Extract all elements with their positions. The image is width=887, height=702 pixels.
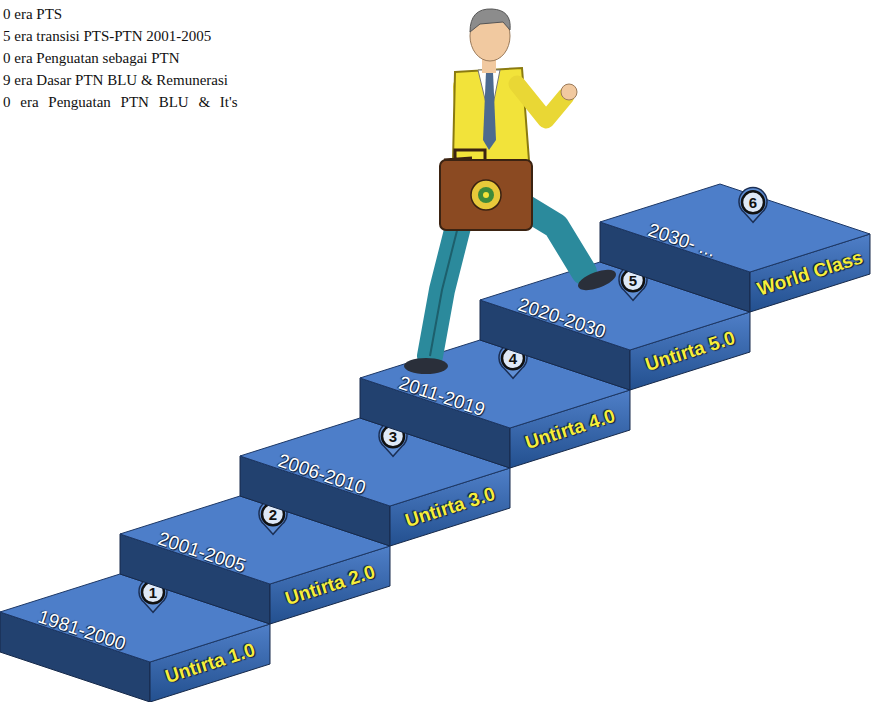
stair-step: 62030- ...World Class <box>600 144 870 312</box>
figure-part <box>452 68 532 205</box>
figure-part <box>482 55 496 73</box>
figure-part <box>478 70 500 120</box>
era-note: 5 era transisi PTS-PTN 2001-2005 <box>3 27 211 45</box>
callout-number: 1 <box>149 585 157 600</box>
figure-part <box>561 84 577 100</box>
callout-number: 6 <box>749 195 757 210</box>
figure-part <box>470 9 510 32</box>
figure-part <box>462 86 466 165</box>
era-note: 0 era PTS <box>3 5 62 23</box>
figure-part <box>440 160 532 230</box>
figure-part <box>575 266 618 295</box>
figure-part <box>430 195 466 356</box>
era-note: 9 era Dasar PTN BLU & Remunerasi <box>3 71 228 89</box>
callout-number: 4 <box>509 351 517 366</box>
figure-part <box>470 11 510 61</box>
figure-part <box>517 84 566 120</box>
figure-part <box>483 192 489 198</box>
man-figure <box>404 9 619 374</box>
figure-part <box>430 195 466 356</box>
era-note: 0 era Penguatan sebagai PTN <box>3 49 180 67</box>
pin-circle <box>742 191 764 213</box>
figure-part <box>483 72 496 150</box>
callout-number: 5 <box>629 273 637 288</box>
callout-number: 3 <box>389 429 397 444</box>
step-block <box>600 144 870 312</box>
figure-part <box>478 187 494 203</box>
callout-number: 2 <box>269 507 277 522</box>
figure-part <box>404 358 448 374</box>
figure-part <box>444 150 485 160</box>
era-note: 0 era Penguatan PTN BLU & It's <box>3 93 238 111</box>
map-pin <box>739 188 767 223</box>
figure-part <box>505 195 584 272</box>
figure-part <box>471 180 501 210</box>
